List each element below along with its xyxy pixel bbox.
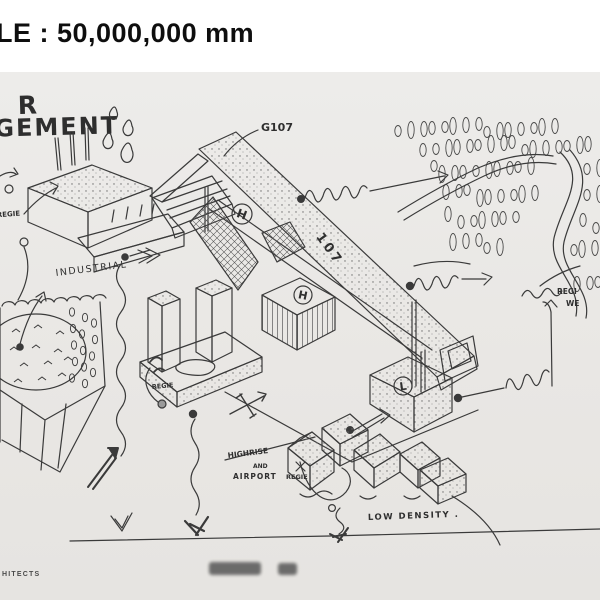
label-highrise-1: HIGHRISE — [227, 446, 268, 460]
forest-river — [397, 149, 588, 319]
pond-wave-marks — [9, 324, 73, 383]
wetland-trees — [68, 307, 99, 389]
architects-credit: HITECTS — [2, 571, 41, 578]
label-regie-towers: REGIE — [151, 381, 173, 391]
wavy-line-left — [110, 263, 133, 532]
label-highrise-2: AND — [253, 463, 268, 470]
industrial-arrow — [23, 181, 59, 215]
water-droplets-icon — [102, 106, 134, 163]
left-edge-arrow — [0, 167, 19, 194]
marker-h-lower-circle — [293, 285, 313, 305]
flow-node-industrial-right — [121, 247, 161, 264]
forest-trees — [394, 117, 600, 292]
smudged-watermark — [209, 562, 261, 575]
beam-structure — [149, 131, 479, 393]
flow-coil-forest — [297, 170, 449, 204]
ground-line — [69, 528, 600, 542]
marker-h-upper: H — [235, 206, 249, 223]
label-regie-houses: REGIE — [286, 473, 308, 481]
l-box — [369, 356, 453, 433]
flow-wave-right — [521, 287, 563, 299]
marker-h-upper-circle — [231, 203, 253, 225]
wavy-line-mid — [183, 409, 210, 537]
label-g107: G107 — [261, 121, 293, 134]
wetland-bold-arrow — [87, 447, 119, 490]
industrial-complex — [27, 127, 236, 273]
regie-right-arrow — [539, 265, 581, 387]
label-low-density: LOW DENSITY . — [368, 510, 460, 523]
industrial-node — [17, 237, 29, 301]
regie-houses-leader — [299, 461, 351, 513]
highrise-towers — [139, 279, 263, 409]
airplane-icon — [229, 391, 267, 419]
low-density-houses — [287, 413, 501, 546]
flow-coil-mid — [405, 272, 493, 291]
marker-h-lower: H — [297, 288, 309, 303]
scale-label: LE : 50,000,000 mm — [0, 18, 255, 48]
label-regie-industrial: REGIE — [0, 210, 21, 220]
g107-leader-line — [223, 129, 259, 157]
flow-coil-lowerright — [453, 369, 550, 403]
smudged-watermark — [278, 563, 297, 575]
label-highrise-3: AIRPORT — [233, 472, 277, 481]
wetland-block — [0, 291, 107, 473]
label-regie-right-2: WE — [566, 299, 579, 308]
label-regie-right-1: REGI — [557, 287, 577, 296]
marker-l: L — [399, 380, 408, 394]
